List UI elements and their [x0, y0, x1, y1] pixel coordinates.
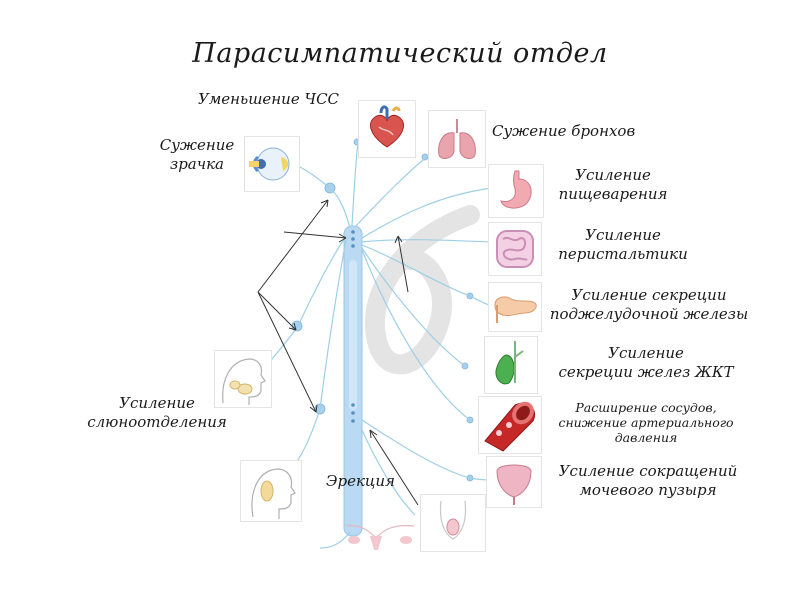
blood-vessel-image — [478, 396, 542, 454]
label-saliva: Усиление слюноотделения — [80, 394, 234, 432]
reproductive-organ-icon — [439, 500, 467, 540]
label-vessels-line-3: давления — [614, 430, 678, 445]
label-git-line-2: секреции желез ЖКТ — [558, 363, 734, 381]
label-pancreas-line-2: поджелудочной железы — [549, 305, 749, 323]
blood-vessel-icon — [484, 401, 535, 452]
spinal-cord — [343, 225, 363, 537]
uterus-image — [340, 520, 420, 554]
pancreas-icon — [494, 296, 537, 323]
label-peristalsis-line-2: перистальтики — [558, 245, 688, 263]
diagram-title: Парасимпатический отдел — [192, 38, 608, 69]
parotid-image — [240, 460, 302, 522]
label-digestion-line-2: пищеварения — [558, 185, 668, 203]
label-bronchi: Сужение бронхов — [492, 122, 636, 140]
pointer-arrows — [257, 199, 419, 506]
lungs-image — [428, 110, 486, 168]
intestine-icon — [496, 230, 534, 268]
pancreas-image — [488, 282, 542, 332]
heart-image — [358, 100, 416, 158]
salivary-gland-image — [214, 350, 272, 408]
label-pancreas: Усиление секреции поджелудочной железы — [542, 286, 756, 324]
label-bladder-line-1: Усиление сокращений — [558, 462, 738, 480]
label-git-line-1: Усиление — [608, 344, 684, 362]
label-erection: Эрекция — [326, 472, 395, 490]
label-heart-rate: Уменьшение ЧСС — [198, 90, 340, 108]
label-git-glands: Усиление секреции желез ЖКТ — [546, 344, 746, 382]
nerve-fibres — [261, 124, 493, 549]
label-vessels: Расширение сосудов, снижение артериально… — [546, 400, 746, 445]
label-bladder: Усиление сокращений мочевого пузыря — [548, 462, 748, 500]
label-vessels-line-1: Расширение сосудов, — [575, 400, 717, 415]
genital-image — [420, 494, 486, 552]
label-pupil-line-2: зрачка — [170, 155, 224, 173]
bladder-image — [486, 456, 542, 508]
heart-icon — [370, 105, 404, 148]
stomach-image — [488, 164, 544, 218]
label-vessels-line-2: снижение артериального — [558, 415, 734, 430]
label-saliva-line-1: Усиление — [119, 394, 195, 412]
uterus-icon — [345, 525, 415, 550]
intestine-image — [488, 222, 542, 276]
label-pupil-line-1: Сужение — [159, 136, 235, 154]
label-peristalsis-line-1: Усиление — [585, 226, 661, 244]
lungs-icon — [438, 119, 476, 159]
eye-icon — [249, 147, 290, 181]
label-peristalsis: Усиление перистальтики — [548, 226, 698, 264]
gallbladder-image — [484, 336, 538, 394]
head-profile-icon — [222, 358, 266, 405]
label-saliva-line-2: слюноотделения — [87, 413, 227, 431]
eye-image — [244, 136, 300, 192]
head-profile-icon-2 — [251, 468, 296, 519]
stomach-icon — [500, 170, 532, 209]
label-digestion: Усиление пищеварения — [548, 166, 678, 204]
gallbladder-icon — [495, 341, 524, 385]
label-pupil: Сужение зрачка — [154, 136, 240, 174]
bladder-icon — [496, 464, 532, 505]
label-pancreas-line-1: Усиление секреции — [571, 286, 727, 304]
label-bladder-line-2: мочевого пузыря — [579, 481, 717, 499]
label-digestion-line-1: Усиление — [575, 166, 651, 184]
